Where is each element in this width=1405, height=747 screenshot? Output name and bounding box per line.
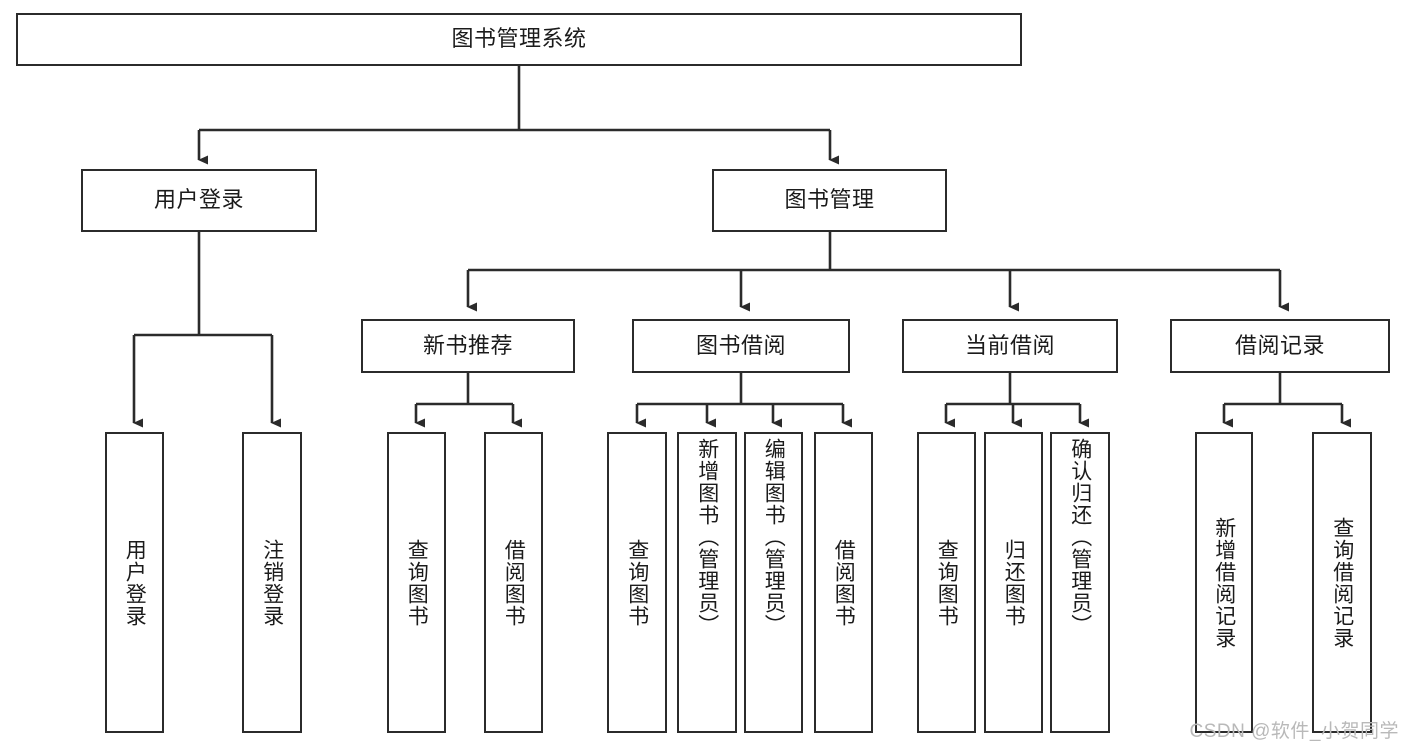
node-leaf-borrow-book-1-label: 借阅图书 — [502, 538, 526, 627]
node-leaf-query-book-1[interactable]: 查询图书 — [387, 432, 446, 733]
node-book-manage[interactable]: 图书管理 — [712, 169, 947, 232]
node-leaf-logout[interactable]: 注销登录 — [242, 432, 302, 733]
node-leaf-query-book-3-label: 查询图书 — [935, 538, 959, 627]
node-leaf-return-book-label: 归还图书 — [1002, 538, 1026, 627]
node-current-borrow[interactable]: 当前借阅 — [902, 319, 1118, 373]
node-borrow-record[interactable]: 借阅记录 — [1170, 319, 1390, 373]
node-user-login-label: 用户登录 — [153, 187, 244, 213]
node-root-label: 图书管理系统 — [451, 26, 587, 52]
node-leaf-query-record[interactable]: 查询借阅记录 — [1312, 432, 1372, 733]
node-leaf-query-book-1-label: 查询图书 — [405, 538, 429, 627]
node-leaf-borrow-book-2-label: 借阅图书 — [832, 538, 856, 627]
node-leaf-add-book-label: 新增图书（管理员） — [695, 438, 719, 636]
node-leaf-add-record[interactable]: 新增借阅记录 — [1195, 432, 1253, 733]
node-leaf-add-record-label: 新增借阅记录 — [1212, 516, 1236, 649]
node-leaf-confirm-return-label: 确认归还（管理员） — [1068, 438, 1092, 636]
node-leaf-query-record-label: 查询借阅记录 — [1330, 516, 1354, 649]
node-leaf-user-login-label: 用户登录 — [123, 538, 147, 627]
node-leaf-logout-label: 注销登录 — [260, 538, 284, 627]
node-user-login[interactable]: 用户登录 — [81, 169, 317, 232]
node-current-borrow-label: 当前借阅 — [964, 332, 1055, 358]
node-leaf-query-book-2-label: 查询图书 — [625, 538, 649, 627]
node-leaf-query-book-3[interactable]: 查询图书 — [917, 432, 976, 733]
node-leaf-add-book[interactable]: 新增图书（管理员） — [677, 432, 737, 733]
node-root[interactable]: 图书管理系统 — [16, 13, 1022, 66]
node-leaf-borrow-book-2[interactable]: 借阅图书 — [814, 432, 873, 733]
node-leaf-borrow-book-1[interactable]: 借阅图书 — [484, 432, 543, 733]
node-new-book-rec[interactable]: 新书推荐 — [361, 319, 575, 373]
node-book-borrow[interactable]: 图书借阅 — [632, 319, 850, 373]
node-leaf-query-book-2[interactable]: 查询图书 — [607, 432, 667, 733]
node-leaf-return-book[interactable]: 归还图书 — [984, 432, 1043, 733]
node-leaf-confirm-return[interactable]: 确认归还（管理员） — [1050, 432, 1110, 733]
node-leaf-edit-book[interactable]: 编辑图书（管理员） — [744, 432, 803, 733]
node-book-manage-label: 图书管理 — [784, 187, 875, 213]
node-book-borrow-label: 图书借阅 — [695, 332, 786, 358]
node-leaf-user-login[interactable]: 用户登录 — [105, 432, 164, 733]
node-leaf-edit-book-label: 编辑图书（管理员） — [762, 438, 786, 636]
node-borrow-record-label: 借阅记录 — [1234, 332, 1325, 358]
node-new-book-rec-label: 新书推荐 — [422, 332, 513, 358]
